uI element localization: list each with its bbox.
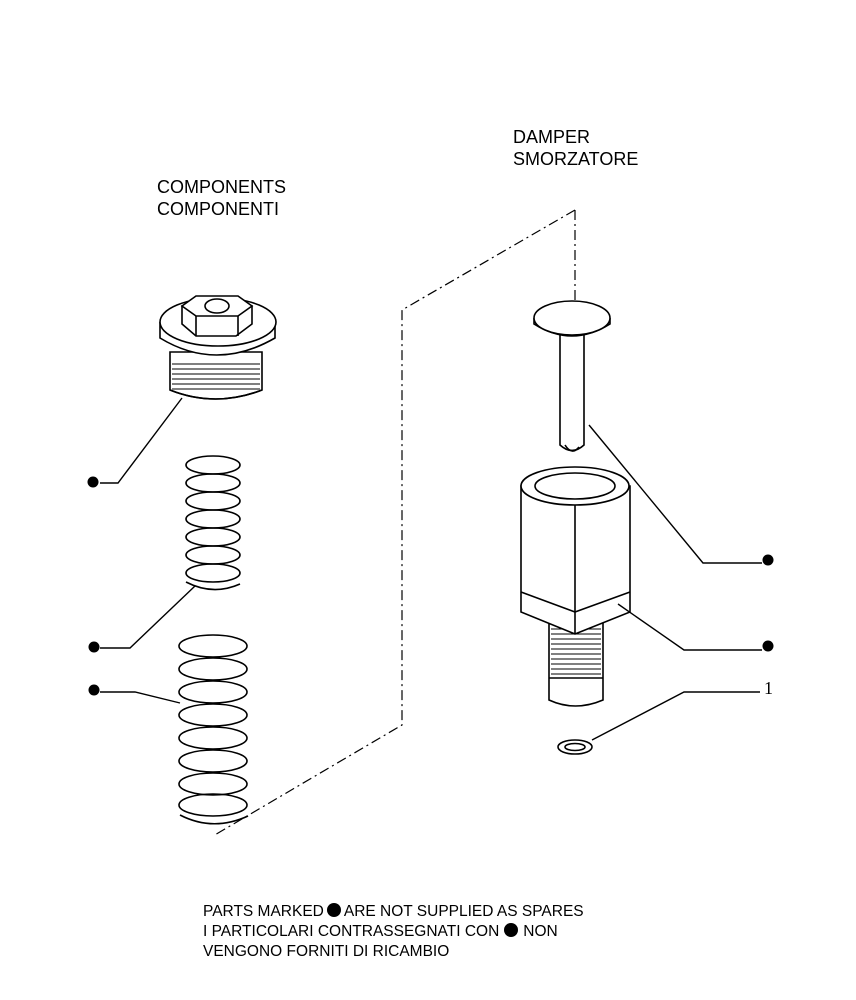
note-line-1-end: ARE NOT SUPPLIED AS SPARES [343,903,584,920]
not-supplied-markers-right [762,554,774,652]
filled-circle-icon [88,684,100,696]
note-line-2-start: I PARTICOLARI CONTRASSEGNATI CON [203,923,500,940]
filled-circle-icon [326,903,341,917]
note-line-2: I PARTICOLARI CONTRASSEGNATI CON NON [203,922,584,942]
damper-title-it: SMORZATORE [513,149,639,169]
filled-circle-icon [762,554,774,566]
note-line-3: VENGONO FORNITI DI RICAMBIO [203,943,450,960]
left-leader-lines [100,397,196,704]
large-spring-part [178,634,249,825]
reference-number-1: 1 [764,678,773,698]
filled-circle-icon [87,476,99,488]
note-line-1-start: PARTS MARKED [203,903,324,920]
right-leader-lines [588,424,762,741]
note-line-2-end: NON [523,923,558,940]
damper-title: DAMPER SMORZATORE [513,126,638,170]
damper-title-en: DAMPER [513,127,591,147]
damper-pin-part [533,300,611,452]
filled-circle-icon [504,923,519,937]
damper-body-part [520,466,631,707]
small-spring-part [185,455,241,591]
parts-note: PARTS MARKED ARE NOT SUPPLIED AS SPARES I… [203,902,584,962]
not-supplied-markers-left [87,476,100,696]
note-line-1: PARTS MARKED ARE NOT SUPPLIED AS SPARES [203,902,584,922]
components-title-it: COMPONENTI [157,199,280,219]
components-title-en: COMPONENTS [157,177,287,197]
o-ring-part [557,739,593,755]
filled-circle-icon [88,641,100,653]
hex-plug-part [159,295,277,400]
filled-circle-icon [762,640,774,652]
explosion-frame-line [212,209,576,837]
components-title: COMPONENTS COMPONENTI [157,176,286,220]
